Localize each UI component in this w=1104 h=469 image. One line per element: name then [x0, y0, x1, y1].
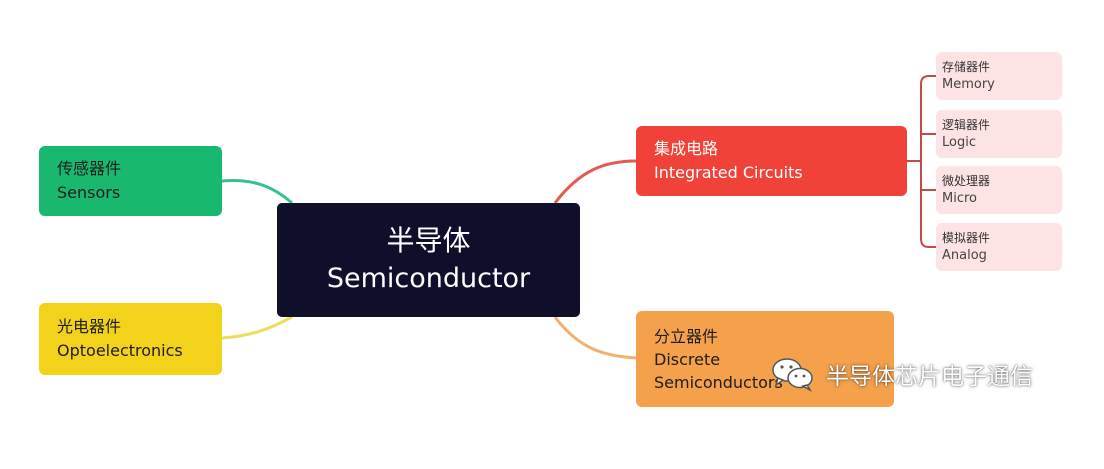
leaf-label-en: Memory — [942, 76, 995, 92]
leaf-label-zh: 存储器件 — [942, 59, 991, 74]
branch-optoelectronics: 光电器件 Optoelectronics — [39, 303, 222, 375]
watermark-text: 半导体芯片电子通信 — [826, 364, 1033, 390]
discrete-label-en-line2: Semiconductors — [654, 372, 783, 392]
center-node-semiconductor: 半导体 Semiconductor — [277, 203, 580, 317]
leaf-analog: 模拟器件 Analog — [936, 223, 1062, 271]
leaf-micro: 微处理器 Micro — [936, 166, 1062, 214]
link-center-ic — [553, 159, 637, 204]
branch-discrete-semiconductors: 分立器件 Discrete Semiconductors — [636, 311, 894, 407]
center-title-en: Semiconductor — [326, 263, 531, 294]
sensors-label-zh: 传感器件 — [57, 159, 122, 178]
ic-label-en: Integrated Circuits — [654, 163, 803, 182]
discrete-label-zh: 分立器件 — [654, 326, 719, 346]
sensors-label-en: Sensors — [57, 183, 121, 202]
opto-label-zh: 光电器件 — [57, 317, 122, 336]
opto-label-en: Optoelectronics — [57, 341, 183, 360]
branch-integrated-circuits: 集成电路 Integrated Circuits — [636, 126, 907, 196]
leaf-label-en: Micro — [942, 190, 977, 206]
leaf-label-en: Analog — [942, 247, 987, 263]
leaf-label-zh: 模拟器件 — [942, 230, 991, 245]
leaf-memory: 存储器件 Memory — [936, 52, 1062, 100]
watermark: 半导体芯片电子通信 — [770, 356, 1033, 392]
leaf-logic: 逻辑器件 Logic — [936, 110, 1062, 158]
wechat-icon — [772, 358, 813, 392]
ic-bracket — [907, 75, 936, 248]
leaf-label-zh: 微处理器 — [942, 173, 991, 188]
center-title-zh: 半导体 — [386, 224, 471, 257]
branch-sensors: 传感器件 Sensors — [39, 146, 222, 216]
leaf-label-zh: 逻辑器件 — [942, 117, 991, 132]
ic-label-zh: 集成电路 — [654, 139, 719, 158]
leaf-label-en: Logic — [942, 134, 976, 150]
link-center-discrete — [553, 316, 637, 360]
link-center-sensors — [221, 178, 293, 205]
link-center-opto — [221, 315, 293, 340]
discrete-label-en-line1: Discrete — [654, 349, 721, 369]
